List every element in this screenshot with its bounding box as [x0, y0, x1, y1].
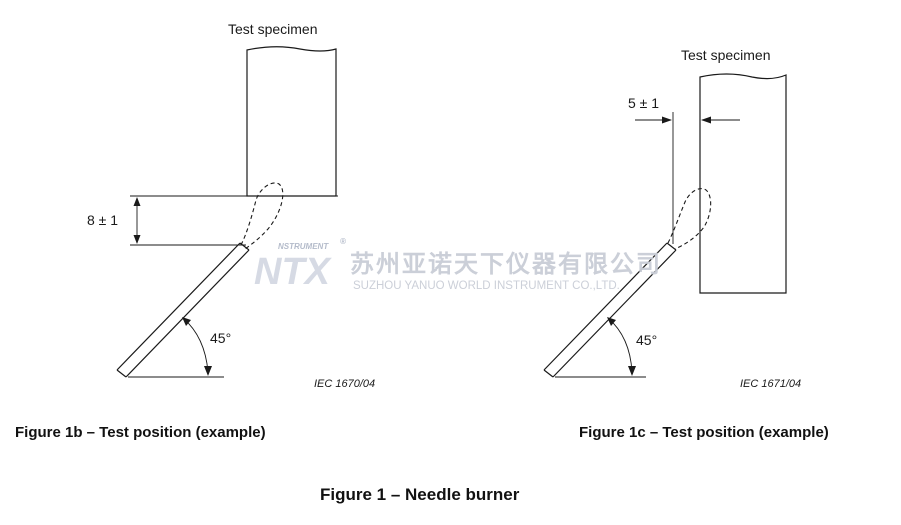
figure-1c-dimension-arrow-left: [701, 116, 711, 124]
figure-1b: Test specimen 8 ± 1 45° IEC 1670/04: [87, 21, 375, 390]
figure-1b-caption: Figure 1b – Test position (example): [15, 424, 266, 441]
figure-1b-angle-label: 45°: [210, 330, 231, 346]
figure-1c-test-specimen: [699, 73, 787, 294]
figure-1c-angle-arrow-down: [628, 366, 636, 376]
figure-1b-angle-arrow-down: [204, 366, 212, 376]
watermark-logo-subtext: NSTRUMENT: [278, 242, 329, 251]
watermark-registered-mark: ®: [340, 237, 346, 246]
figure-1c: Test specimen 5 ± 1 45° IEC 1671/04: [543, 47, 801, 390]
figure-1c-iec-ref: IEC 1671/04: [740, 378, 801, 390]
watermark-logo: NTX: [254, 251, 333, 293]
figure-1b-needle-burner: [116, 242, 250, 378]
figure-1c-angle-arc: [607, 317, 633, 373]
figure-1c-caption: Figure 1c – Test position (example): [579, 424, 829, 441]
figure-1b-angle-arrow-up: [182, 317, 191, 326]
figure-1c-angle-arrow-up: [607, 317, 616, 326]
watermark: NTX NSTRUMENT ® 苏州亚诺天下仪器有限公司 SUZHOU YANU…: [254, 237, 662, 293]
figure-1c-flame-outline: [667, 188, 712, 250]
figure-1b-dimension-label: 8 ± 1: [87, 212, 118, 228]
figure-1b-flame-outline: [240, 182, 284, 250]
figure-1c-specimen-label: Test specimen: [681, 47, 770, 63]
watermark-company-en: SUZHOU YANUO WORLD INSTRUMENT CO.,LTD.: [353, 280, 620, 292]
main-caption: Figure 1 – Needle burner: [320, 485, 520, 504]
figure-1c-dimension-label: 5 ± 1: [628, 95, 659, 111]
figure-1b-iec-ref: IEC 1670/04: [314, 378, 375, 390]
figure-1b-angle-arc: [182, 317, 209, 373]
figure-1b-dimension-arrow-down: [133, 235, 141, 244]
figure-1b-specimen-label: Test specimen: [228, 21, 317, 37]
figure-1c-dimension-arrow-right: [662, 116, 672, 124]
figure-1b-test-specimen: [246, 46, 337, 197]
figure-1c-angle-label: 45°: [636, 332, 657, 348]
watermark-company-cn: 苏州亚诺天下仪器有限公司: [350, 250, 662, 278]
figure-1b-dimension-arrow-up: [133, 197, 141, 206]
figure-1c-needle-burner: [543, 242, 677, 378]
